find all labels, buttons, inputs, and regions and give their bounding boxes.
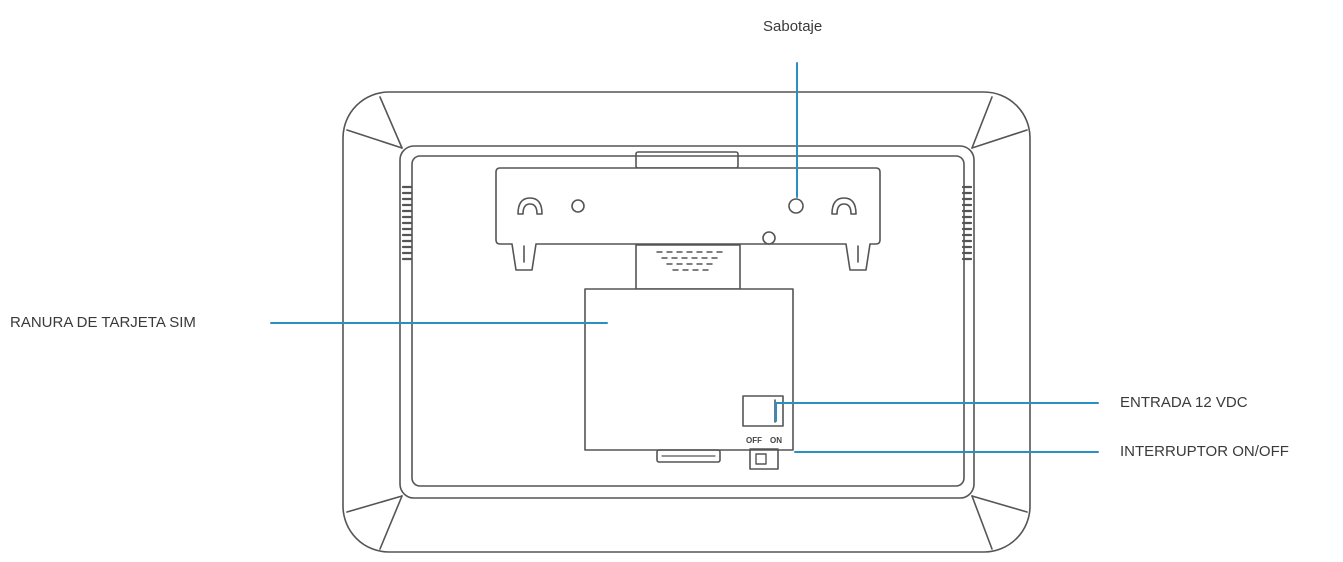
- dc-input-jack: [742, 395, 784, 427]
- switch-on-mark: ON: [770, 436, 782, 445]
- power-switch: [749, 448, 779, 470]
- dc-input-leader-line: [775, 402, 1099, 422]
- inner-panel: [411, 155, 965, 487]
- bracket-lower-hole: [762, 231, 776, 245]
- tamper-label: Sabotaje: [763, 18, 823, 35]
- speaker-grille: [656, 251, 723, 271]
- bracket-screw-hole: [571, 199, 585, 213]
- power-switch-slider: [755, 453, 767, 465]
- tamper-button: [788, 198, 804, 214]
- right-side-vents: [961, 185, 973, 261]
- power-switch-label: INTERRUPTOR ON/OFF: [1120, 443, 1289, 460]
- keyhole-right-icon: [831, 197, 857, 215]
- sim-cover-clip: [656, 449, 721, 463]
- sim-cover: [584, 288, 794, 451]
- mounting-bracket: [495, 167, 881, 271]
- keyhole-left-icon: [517, 197, 543, 215]
- left-side-vents: [401, 185, 413, 261]
- dc-input-label: ENTRADA 12 VDC: [1120, 394, 1248, 411]
- switch-off-mark: OFF: [746, 436, 762, 445]
- sim-slot-label: RANURA DE TARJETA SIM: [10, 314, 196, 331]
- top-clip: [635, 151, 739, 169]
- corner-bevel-lines: [346, 96, 1028, 550]
